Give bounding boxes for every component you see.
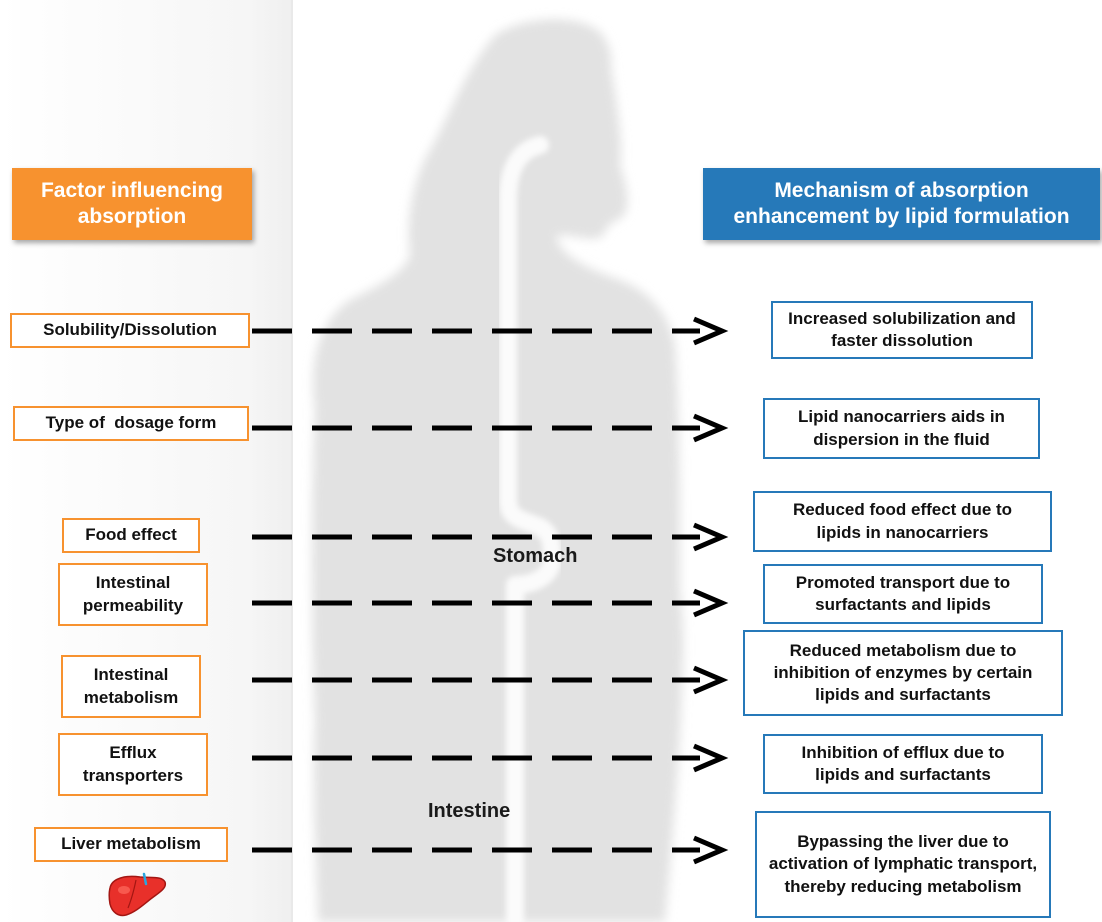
arrow-head-2 — [693, 413, 729, 443]
human-silhouette — [311, 19, 684, 922]
mechanism-food-effect: Reduced food effect due to lipids in nan… — [753, 491, 1052, 552]
factor-header: Factor influencing absorption — [12, 168, 252, 240]
arrow-head-6 — [693, 743, 729, 773]
factor-intestinal-permeability: Intestinal permeability — [58, 563, 208, 626]
factor-food-effect: Food effect — [62, 518, 200, 553]
factor-solubility: Solubility/Dissolution — [10, 313, 250, 348]
arrow-head-7 — [693, 835, 729, 865]
liver-icon — [108, 872, 167, 917]
mechanism-liver-metabolism: Bypassing the liver due to activation of… — [755, 811, 1051, 918]
mechanism-intestinal-permeability: Promoted transport due to surfactants an… — [763, 564, 1043, 624]
factor-intestinal-metabolism: Intestinal metabolism — [61, 655, 201, 718]
mechanism-solubility: Increased solubilization and faster diss… — [771, 301, 1033, 359]
factor-liver-metabolism: Liver metabolism — [34, 827, 228, 862]
arrow-head-3 — [693, 522, 729, 552]
mechanism-efflux-transporters: Inhibition of efflux due to lipids and s… — [763, 734, 1043, 794]
mechanism-header: Mechanism of absorption enhancement by l… — [703, 168, 1100, 240]
factor-efflux-transporters: Efflux transporters — [58, 733, 208, 796]
factor-dosage-form: Type of dosage form — [13, 406, 249, 441]
intestine-label: Intestine — [428, 800, 511, 822]
arrow-head-5 — [693, 665, 729, 695]
gi-tract — [499, 136, 561, 922]
stomach-label: Stomach — [493, 545, 578, 567]
mechanism-dosage-form: Lipid nanocarriers aids in dispersion in… — [763, 398, 1040, 459]
mechanism-intestinal-metabolism: Reduced metabolism due to inhibition of … — [743, 630, 1063, 716]
arrow-head-1 — [693, 316, 729, 346]
arrow-head-4 — [693, 588, 729, 618]
background-divider — [291, 0, 293, 922]
